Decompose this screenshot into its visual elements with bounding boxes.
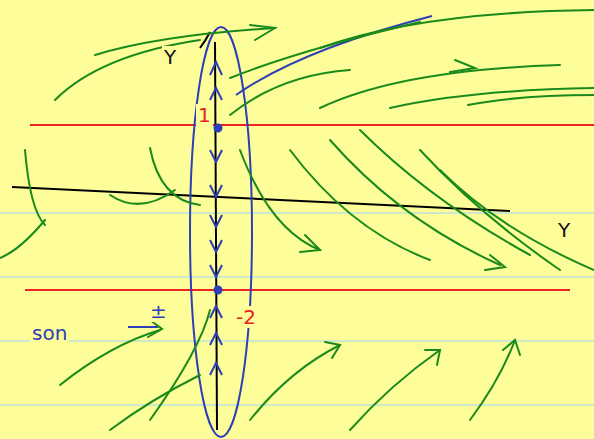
axes <box>12 32 510 430</box>
phase-line <box>128 16 432 437</box>
equilibrium-value: -2 <box>234 306 258 328</box>
solution-curves <box>0 10 594 430</box>
axis-label: Y <box>556 219 572 241</box>
equilibrium-value: 1 <box>196 104 213 126</box>
note-text: son <box>30 322 69 344</box>
axis-label: Y <box>162 46 178 68</box>
sign-note: ± <box>148 300 169 322</box>
equilibrium-lines <box>25 125 594 290</box>
